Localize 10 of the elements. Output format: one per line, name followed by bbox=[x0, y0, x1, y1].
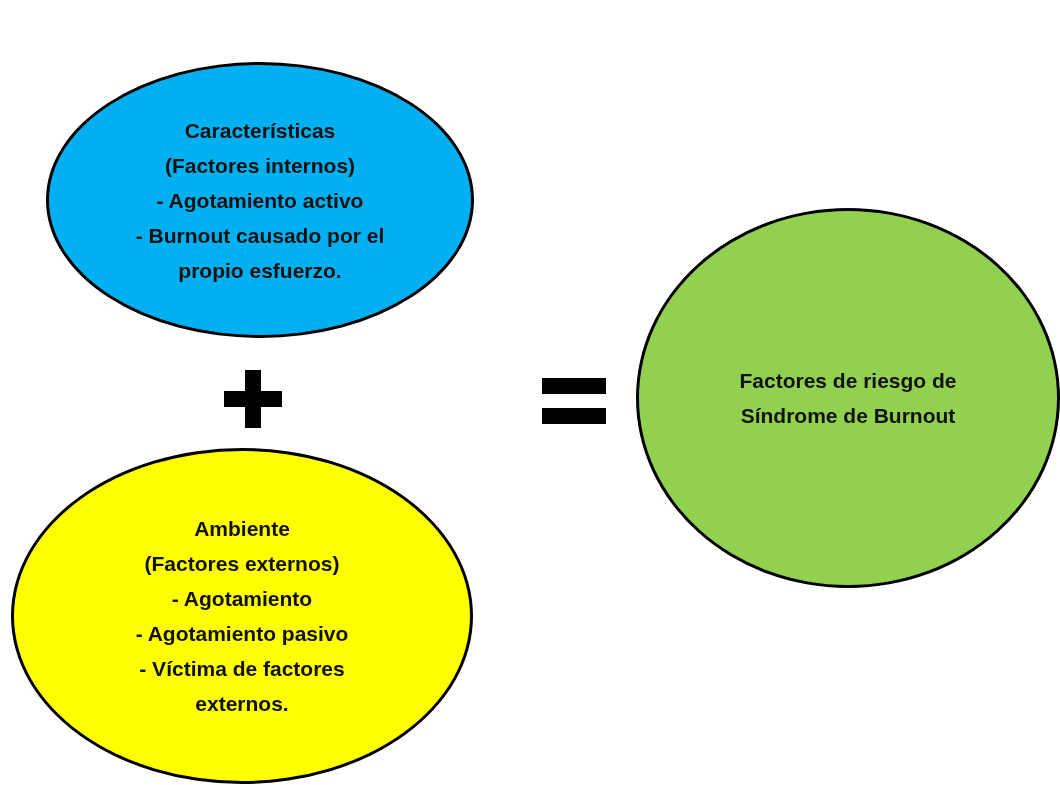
node-text: (Factores internos) bbox=[164, 152, 356, 179]
node-text: - Víctima de factores externos. bbox=[138, 656, 346, 717]
node-text: - Agotamiento pasivo bbox=[135, 621, 349, 647]
node-text: - Burnout causado por el propio esfuerzo. bbox=[134, 222, 386, 284]
node-heading: Ambiente bbox=[194, 516, 290, 542]
node-heading: Características bbox=[184, 117, 336, 144]
node-text: Factores de riesgo de Síndrome de Burnout bbox=[738, 368, 958, 429]
node-text: (Factores externos) bbox=[144, 551, 340, 577]
node-text: - Agotamiento activo bbox=[156, 187, 364, 214]
node-text: - Agotamiento bbox=[171, 586, 313, 612]
